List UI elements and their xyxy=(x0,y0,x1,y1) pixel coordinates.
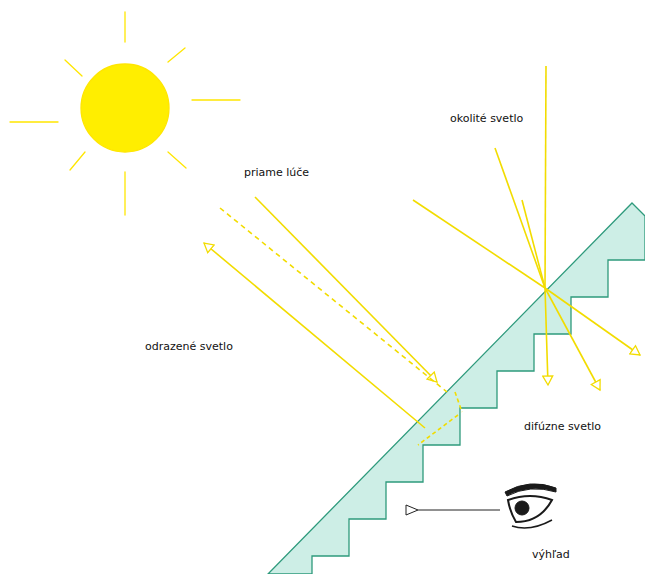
eye-symbol xyxy=(505,484,556,528)
label-text: výhľad xyxy=(530,548,572,561)
label-text: odrazené svetlo xyxy=(143,340,235,353)
sun xyxy=(10,12,240,215)
view-arrow xyxy=(418,510,500,511)
direct-rays xyxy=(204,197,462,445)
ambient-rays xyxy=(413,66,640,390)
label-text: okolité svetlo xyxy=(448,112,525,125)
label-text: priame lúče xyxy=(242,166,311,179)
label-text: difúzne svetlo xyxy=(522,420,603,433)
glass-pane xyxy=(268,203,645,574)
